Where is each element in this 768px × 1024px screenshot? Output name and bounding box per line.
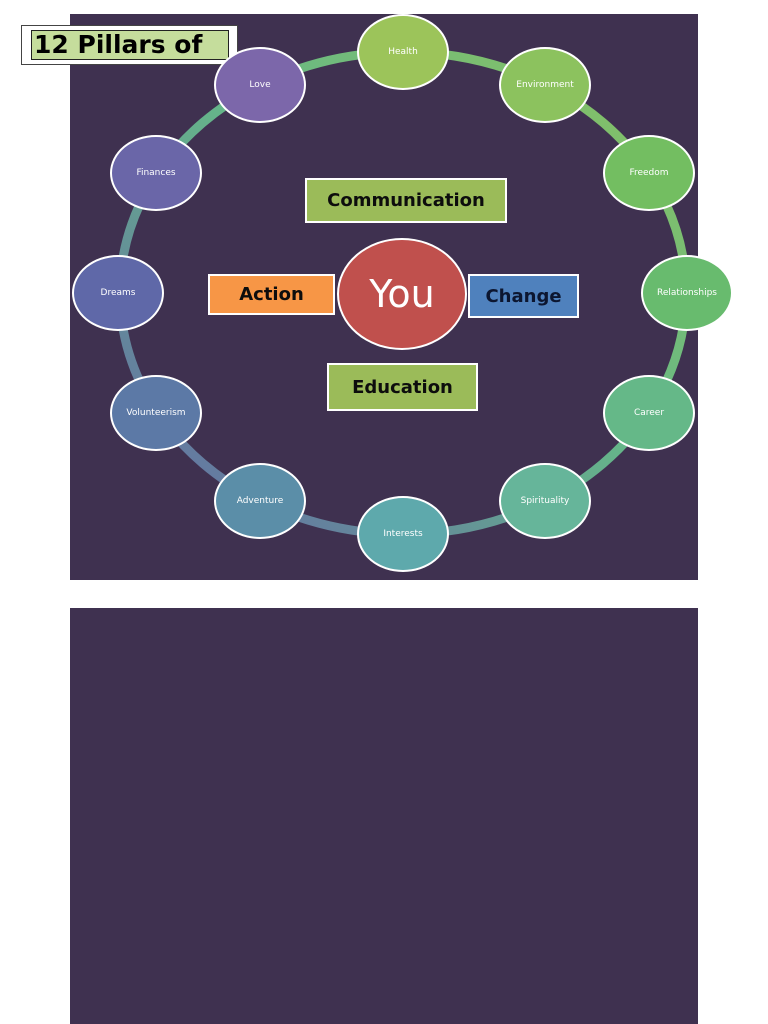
title-box: 12 Pillars of [21,25,238,65]
education-box: Education [327,363,478,411]
pillar-relationships: Relationships [641,255,733,331]
pillar-volunteerism: Volunteerism [110,375,202,451]
pillar-adventure: Adventure [214,463,306,539]
center-you-circle: You [337,238,467,350]
pillar-career: Career [603,375,695,451]
action-box: Action [208,274,335,315]
pillar-freedom: Freedom [603,135,695,211]
pillar-health: Health [357,14,449,90]
pillar-dreams: Dreams [72,255,164,331]
communication-box: Communication [305,178,507,223]
slide-2 [70,608,698,1024]
pillar-environment: Environment [499,47,591,123]
page-title: 12 Pillars of [31,30,229,60]
change-box: Change [468,274,579,318]
pillar-interests: Interests [357,496,449,572]
pillar-love: Love [214,47,306,123]
pillar-spirituality: Spirituality [499,463,591,539]
pillar-finances: Finances [110,135,202,211]
